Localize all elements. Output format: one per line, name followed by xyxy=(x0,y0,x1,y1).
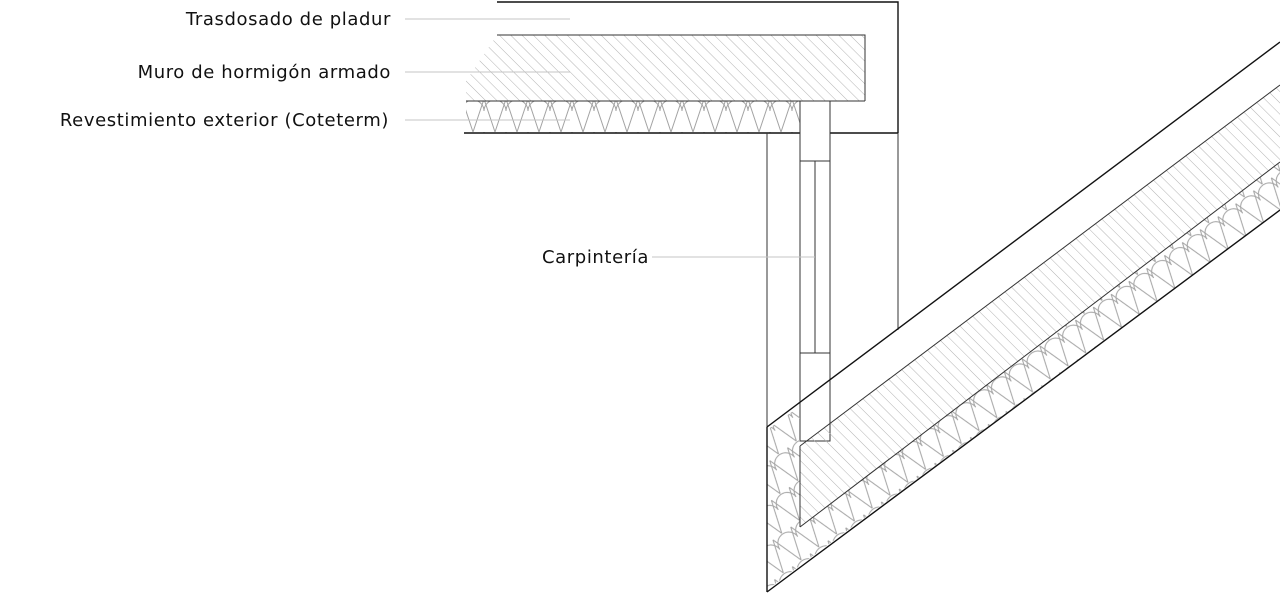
slope-inner-edge xyxy=(766,209,1280,593)
label-concrete-wall: Muro de hormigón armado xyxy=(138,62,391,83)
exterior-cladding-insulation xyxy=(466,101,800,133)
slope-concrete-bottom-edge xyxy=(799,161,1280,528)
plasterboard-outline xyxy=(497,1,899,133)
concrete-wall-hatch xyxy=(466,35,865,101)
label-exterior-cladding: Revestimiento exterior (Coteterm) xyxy=(60,110,389,131)
sloped-concrete-hatch xyxy=(800,85,1280,527)
label-plasterboard: Trasdosado de pladur xyxy=(185,9,391,30)
slope-outer-edge xyxy=(766,41,1280,428)
sloped-insulation xyxy=(767,162,1280,590)
slope-concrete-top-edge xyxy=(799,84,1280,447)
concrete-wall-outline xyxy=(497,34,866,101)
label-window-frame: Carpintería xyxy=(542,247,649,268)
